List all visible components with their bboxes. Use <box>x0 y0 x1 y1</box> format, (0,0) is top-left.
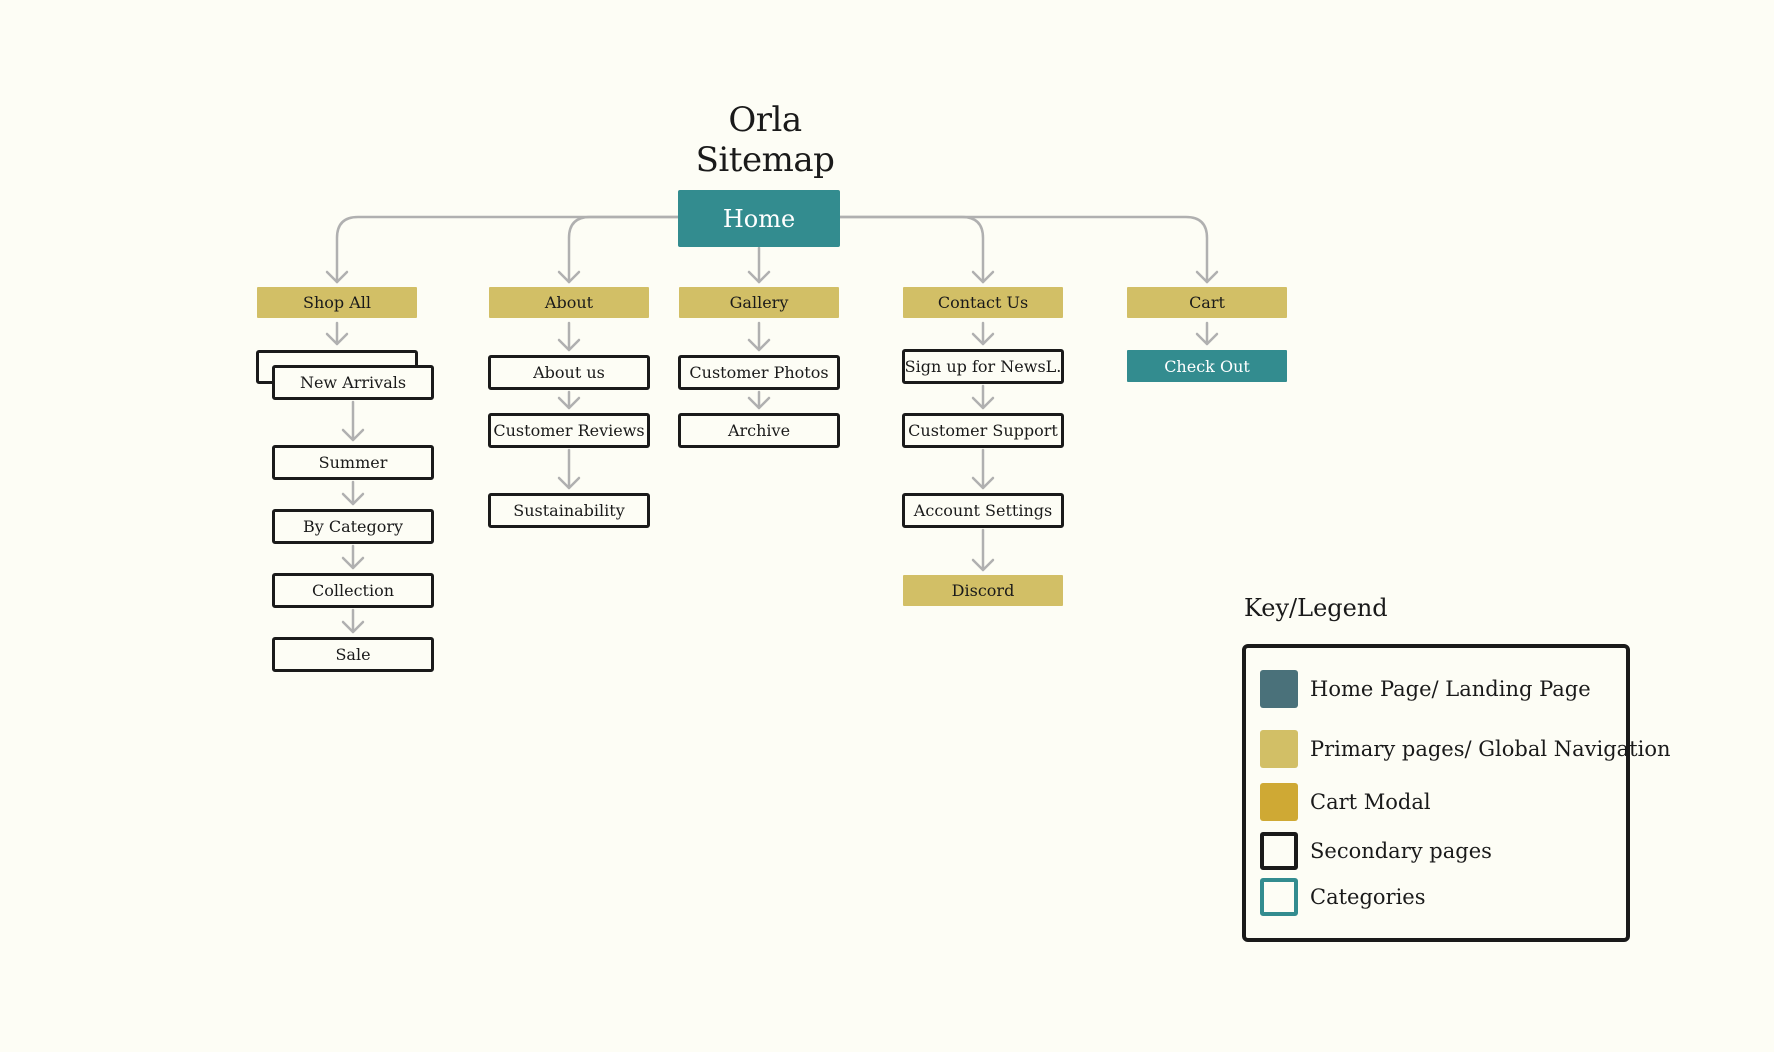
node-archive[interactable]: Archive <box>678 413 840 448</box>
legend-title: Key/Legend <box>1244 594 1388 622</box>
arrowhead <box>747 270 771 284</box>
legend-label: Cart Modal <box>1310 790 1431 814</box>
node-by-category[interactable]: By Category <box>272 509 434 544</box>
connector-new-arrivals-summer <box>341 400 365 442</box>
legend-label: Home Page/ Landing Page <box>1310 677 1591 701</box>
connector-by-category-collection <box>341 544 365 570</box>
connector-home-about <box>567 215 680 284</box>
legend-item-home: Home Page/ Landing Page <box>1260 670 1591 708</box>
node-summer[interactable]: Summer <box>272 445 434 480</box>
node-discord[interactable]: Discord <box>903 575 1063 606</box>
connector-about-about-us <box>557 321 581 352</box>
connector-customer-photos-archive <box>747 390 771 410</box>
legend-item-secondary: Secondary pages <box>1260 832 1492 870</box>
connector-summer-by-category <box>341 480 365 506</box>
legend-box: Home Page/ Landing Page Primary pages/ G… <box>1242 644 1671 942</box>
page-title: Orla Sitemap <box>695 100 835 180</box>
node-home[interactable]: Home <box>678 190 840 247</box>
node-check-out[interactable]: Check Out <box>1127 350 1287 382</box>
legend-label: Primary pages/ Global Navigation <box>1310 737 1671 761</box>
legend-item-categories: Categories <box>1260 878 1426 916</box>
legend-swatch-home <box>1260 670 1298 708</box>
connector-cart-checkout <box>1195 321 1219 346</box>
connector-account-discord <box>971 528 995 572</box>
legend-swatch-categories <box>1260 878 1298 916</box>
node-customer-photos[interactable]: Customer Photos <box>678 355 840 390</box>
arrowhead <box>971 270 995 284</box>
arrowhead <box>325 270 349 284</box>
legend-swatch-primary <box>1260 730 1298 768</box>
arrowhead <box>557 270 581 284</box>
node-shop-all[interactable]: Shop All <box>257 287 417 318</box>
node-about[interactable]: About <box>489 287 649 318</box>
legend-item-primary: Primary pages/ Global Navigation <box>1260 730 1671 768</box>
connector-shop-all-new-arrivals <box>325 321 349 346</box>
legend-label: Secondary pages <box>1310 839 1492 863</box>
legend-swatch-secondary <box>1260 832 1298 870</box>
node-account-settings[interactable]: Account Settings <box>902 493 1064 528</box>
connector-about-us-reviews <box>557 390 581 410</box>
node-gallery[interactable]: Gallery <box>679 287 839 318</box>
legend-item-cart-modal: Cart Modal <box>1260 783 1431 821</box>
node-customer-reviews[interactable]: Customer Reviews <box>488 413 650 448</box>
node-cart[interactable]: Cart <box>1127 287 1287 318</box>
connector-signup-support <box>971 384 995 410</box>
node-sale[interactable]: Sale <box>272 637 434 672</box>
connector-contact-signup <box>971 321 995 346</box>
legend-swatch-cart-modal <box>1260 783 1298 821</box>
node-sign-up-newsletter[interactable]: Sign up for NewsL. <box>902 349 1064 384</box>
connector-home-shop-all <box>335 215 680 284</box>
node-collection[interactable]: Collection <box>272 573 434 608</box>
connector-support-account <box>971 448 995 490</box>
arrowhead <box>1195 270 1219 284</box>
connector-home-contact <box>838 215 985 284</box>
connector-gallery-customer-photos <box>747 321 771 352</box>
legend-label: Categories <box>1310 885 1426 909</box>
connector-collection-sale <box>341 608 365 634</box>
node-contact-us[interactable]: Contact Us <box>903 287 1063 318</box>
node-about-us[interactable]: About us <box>488 355 650 390</box>
node-customer-support[interactable]: Customer Support <box>902 413 1064 448</box>
connector-reviews-sustainability <box>557 448 581 490</box>
connector-home-cart <box>838 215 1209 284</box>
node-sustainability[interactable]: Sustainability <box>488 493 650 528</box>
node-new-arrivals[interactable]: New Arrivals <box>272 365 434 400</box>
